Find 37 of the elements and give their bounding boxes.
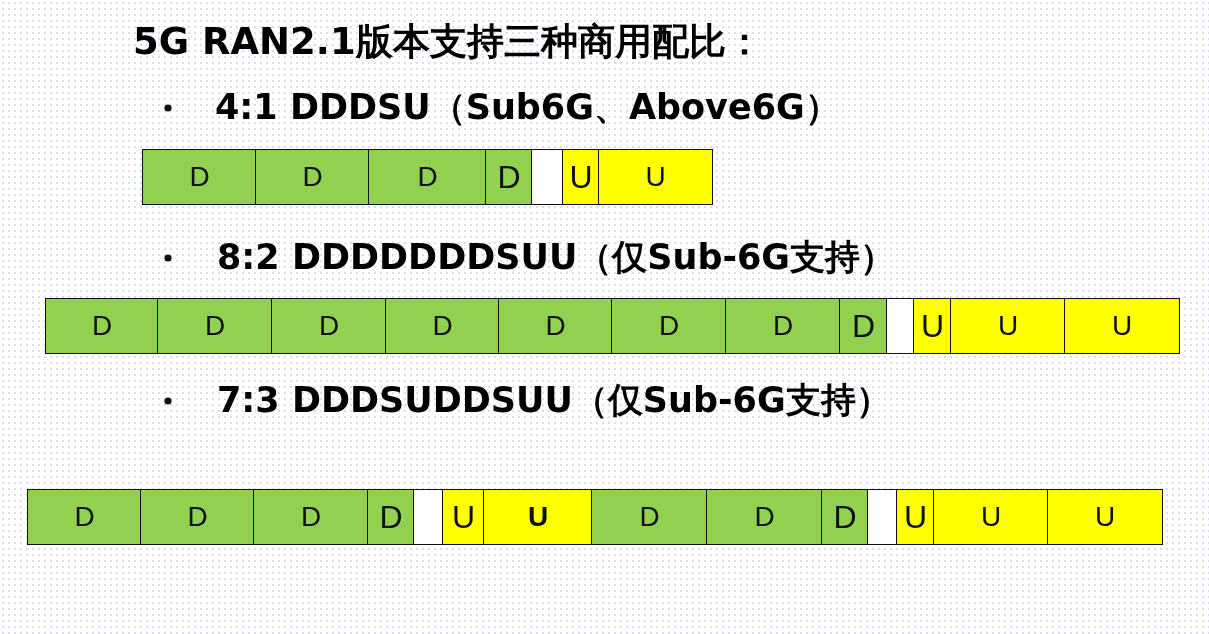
title: 5G RAN2.1版本支持三种商用配比： bbox=[133, 20, 763, 65]
slot-cell: D bbox=[255, 149, 370, 205]
slot-cell: D bbox=[385, 298, 500, 354]
slot-cell: D bbox=[27, 489, 142, 545]
slot-cell: D bbox=[591, 489, 708, 545]
slot-cell: D bbox=[725, 298, 841, 354]
slot-cell: U bbox=[483, 489, 593, 545]
slot-cell: U bbox=[913, 298, 952, 354]
slot-cell: U bbox=[1064, 298, 1180, 354]
blank-slot bbox=[531, 149, 564, 205]
slot-cell: D bbox=[253, 489, 369, 545]
slot-cell: D bbox=[821, 489, 869, 545]
heading: 7:3 DDDSUDDSUU（仅Sub-6G支持） bbox=[217, 379, 891, 421]
blank-slot bbox=[867, 489, 898, 545]
slot-cell: D bbox=[839, 298, 888, 354]
slot-cell: U bbox=[562, 149, 600, 205]
heading: 4:1 DDDSU（Sub6G、Above6G） bbox=[215, 86, 840, 128]
slot-cell: U bbox=[933, 489, 1049, 545]
blank-slot bbox=[413, 489, 444, 545]
heading: 8:2 DDDDDDDSUU（仅Sub-6G支持） bbox=[217, 236, 896, 278]
slot-cell: D bbox=[498, 298, 613, 354]
slot-cell: U bbox=[1047, 489, 1163, 545]
slot-cell: D bbox=[157, 298, 273, 354]
slot-cell: D bbox=[140, 489, 255, 545]
slot-cell: D bbox=[611, 298, 727, 354]
slot-cell: D bbox=[485, 149, 533, 205]
blank-slot bbox=[886, 298, 915, 354]
slot-cell: D bbox=[271, 298, 387, 354]
slot-cell: D bbox=[367, 489, 415, 545]
slot-cell: D bbox=[368, 149, 487, 205]
slot-cell: D bbox=[45, 298, 159, 354]
slot-cell: U bbox=[950, 298, 1066, 354]
slot-cell: U bbox=[442, 489, 485, 545]
slot-cell: U bbox=[598, 149, 713, 205]
slot-cell: U bbox=[896, 489, 935, 545]
slot-cell: D bbox=[142, 149, 257, 205]
slot-cell: D bbox=[706, 489, 823, 545]
